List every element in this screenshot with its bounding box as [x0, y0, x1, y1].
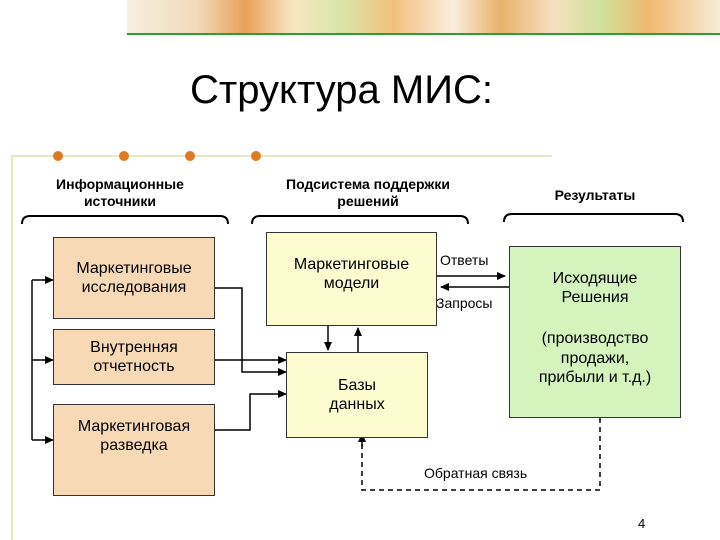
feedback-label: Обратная связь [424, 465, 528, 481]
bullet-dot [251, 151, 261, 161]
subsystem-header: Подсистема поддержки решений [286, 176, 450, 209]
banner-rule [127, 33, 720, 35]
sources-brace [21, 215, 229, 225]
arrow-research-to-db [215, 287, 287, 376]
subsystem-brace [251, 215, 469, 225]
results-header: Результаты [554, 187, 636, 203]
source-internal: Внутренняя отчетность [53, 329, 215, 385]
bullet-dot [185, 151, 195, 161]
decorative-banner [127, 0, 720, 33]
results-box: Исходящие Решения (производство продажи,… [509, 246, 681, 418]
source-intelligence: Маркетинговая разведка [53, 404, 215, 496]
answers-label: Ответы [440, 252, 489, 268]
marketing-models-box: Маркетинговые модели [266, 232, 437, 326]
databases-box: Базы данных [286, 352, 428, 438]
bullet-dot [119, 151, 129, 161]
bullet-dot [53, 151, 63, 161]
results-decisions: Исходящие Решения [552, 270, 638, 307]
sources-header: Информационные источники [56, 176, 184, 209]
queries-label: Запросы [436, 295, 493, 311]
results-details: (производство продажи, прибыли и т.д.) [538, 330, 652, 386]
arrow-intelligence-to-db [215, 390, 287, 431]
feedback-line [361, 418, 601, 491]
slide-title: Структура МИС: [190, 68, 493, 112]
page-number: 4 [638, 516, 646, 531]
results-brace [503, 213, 684, 223]
source-research: Маркетинговые исследования [53, 237, 215, 319]
